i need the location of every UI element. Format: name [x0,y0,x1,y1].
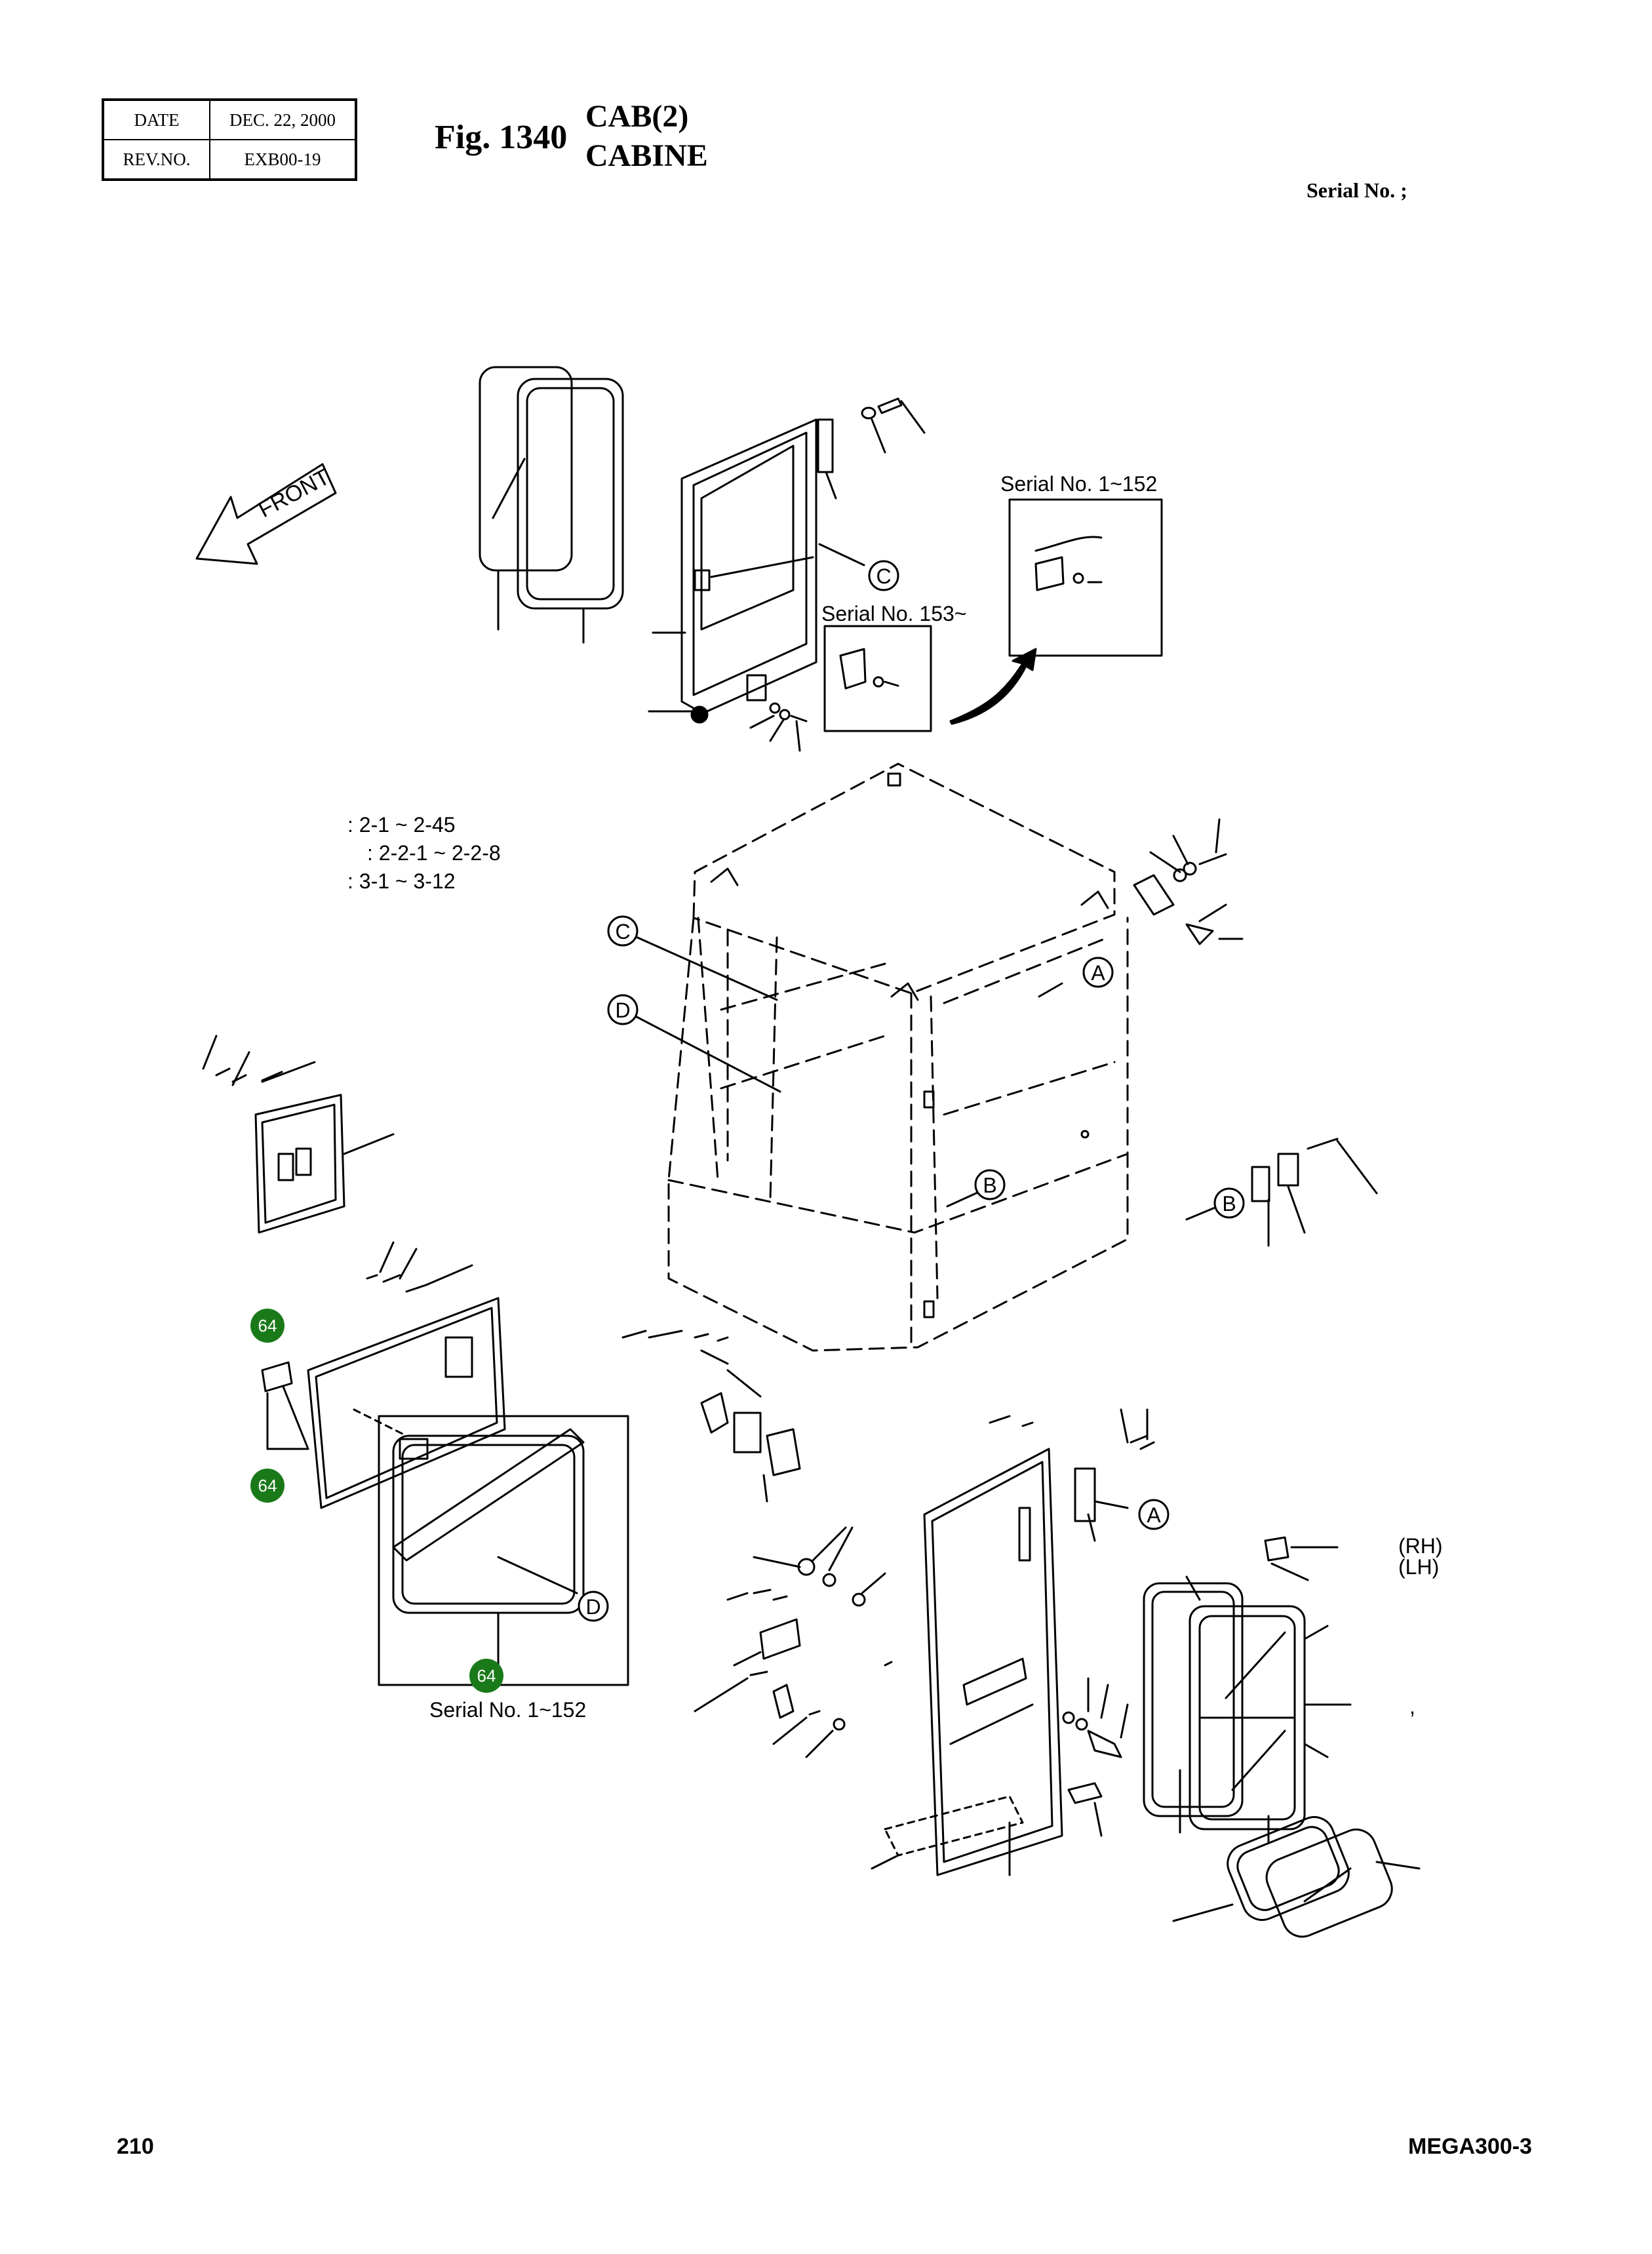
part-64-badges [250,1309,503,1693]
door-frame [648,418,817,724]
door-hinge-lower [989,1408,1170,1542]
door-handle-parts [694,1526,893,1758]
rev-value: EXB00-19 [209,139,357,180]
door-fasteners [746,674,808,752]
badge-64-a: 64 [258,1316,277,1335]
svg-text:C: C [615,920,630,943]
cab-details [710,772,1109,1318]
svg-text:B: B [983,1174,996,1197]
left-access-panel [202,1035,395,1234]
front-arrow-icon [195,463,337,565]
svg-text:C: C [876,564,891,588]
serial-label-door-new: Serial No. 153~ [821,602,967,625]
page-number: 210 [117,2134,154,2159]
lower-door [871,1448,1063,1876]
upper-right-bracket [1133,818,1244,945]
range-label-1: : 2-1 ~ 2-45 [347,813,456,837]
figure-number: Fig. 1340 [435,119,568,156]
lh-label: (LH) [1398,1555,1440,1579]
range-label-2: : 2-2-1 ~ 2-2-8 [367,841,501,865]
right-window-assembly [1143,1575,1352,1844]
date-label: DATE [102,99,210,140]
sliding-window-old [378,1415,629,1686]
figure-title: CAB(2) CABINE [585,97,708,176]
door-hinge-upper [817,397,926,500]
svg-text:B: B [1222,1192,1236,1216]
bottom-windows [1172,1816,1421,1938]
reference-arrow-icon [949,648,1037,725]
serial-label-window: Serial No. 1~152 [429,1698,587,1722]
window-latch [1264,1536,1339,1581]
latch-knob [261,1361,309,1450]
model-name: MEGA300-3 [1408,2134,1532,2159]
latch-box-new [823,625,932,732]
center-lock-assembly [621,1330,801,1503]
front-window-seal [517,378,624,644]
latch-box-old [1008,498,1163,657]
front-window-glass [479,366,573,631]
serial-label-door-old: Serial No. 1~152 [1000,472,1158,496]
revision-table: DATE DEC. 22, 2000 REV.NO. EXB00-19 [102,98,357,181]
svg-text:A: A [1091,961,1105,985]
left-door-panel [307,1241,506,1509]
comma-mark: , [1409,1695,1415,1718]
svg-text:D: D [585,1595,600,1619]
rh-label: (RH) [1398,1534,1443,1558]
rev-label: REV.NO. [102,139,210,180]
badge-64-c: 64 [477,1666,496,1686]
date-value: DEC. 22, 2000 [209,99,357,140]
serial-number-label: Serial No. ; [1307,178,1407,202]
badge-64-b: 64 [258,1476,277,1495]
lock-bracket-b [1185,1137,1378,1247]
figure-title-line2: CABINE [585,138,708,173]
svg-text:D: D [615,998,630,1022]
door-handle-right [1062,1677,1129,1837]
range-label-3: : 3-1 ~ 3-12 [347,869,456,893]
cab-body [667,762,1129,1352]
figure-title-line1: CAB(2) [585,99,689,134]
svg-text:A: A [1147,1503,1161,1527]
